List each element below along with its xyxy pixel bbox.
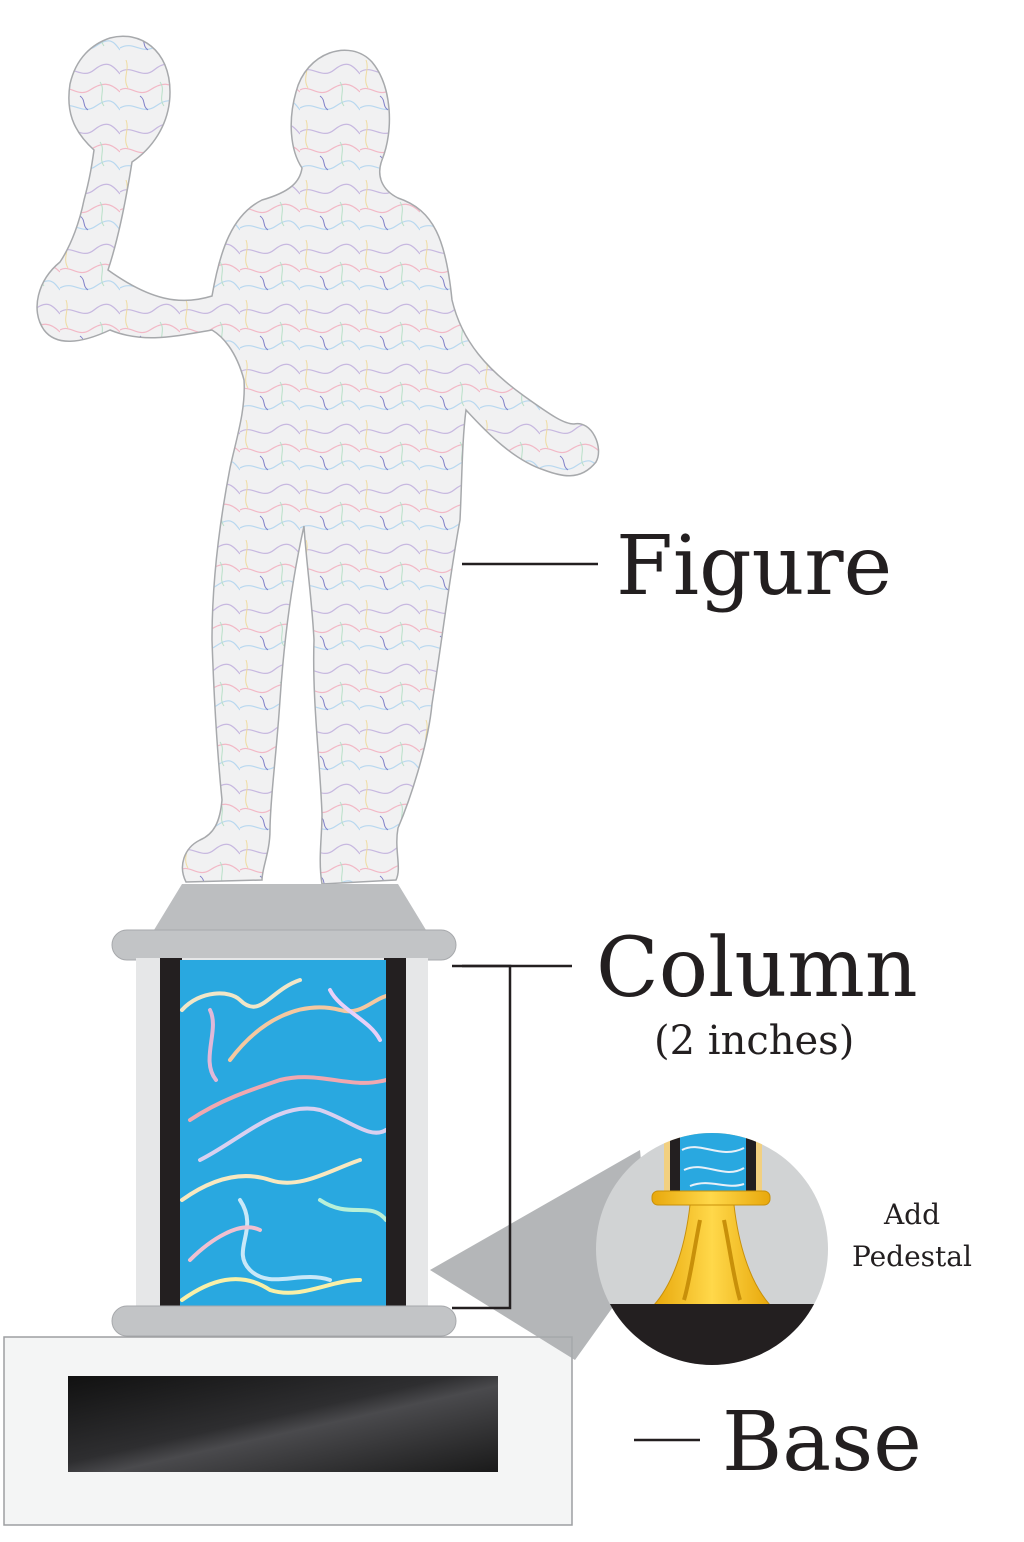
column-right-trim bbox=[384, 958, 406, 1310]
pedestal-label-line2: Pedestal bbox=[852, 1240, 972, 1273]
column-bracket bbox=[452, 964, 512, 1310]
trophy-figure bbox=[36, 35, 600, 930]
trophy-base bbox=[3, 1336, 573, 1526]
figure-silhouette bbox=[36, 35, 600, 885]
pedestal-top-plate bbox=[651, 1190, 771, 1206]
pedestal-callout bbox=[430, 1133, 828, 1365]
figure-label: Figure bbox=[616, 519, 892, 614]
figure-stand-block bbox=[154, 884, 426, 930]
callout-beam bbox=[430, 1150, 650, 1360]
column-size-label: (2 inches) bbox=[654, 1018, 854, 1064]
pedestal-label-line1: Add bbox=[883, 1198, 940, 1231]
pedestal-base-black bbox=[596, 1304, 828, 1365]
column-swirls bbox=[180, 978, 386, 1302]
column-bottom-cap bbox=[111, 1305, 457, 1337]
trophy-column bbox=[111, 929, 457, 1337]
leader-lines bbox=[452, 562, 700, 1442]
labels: Figure Column (2 inches) Add Pedestal Ba… bbox=[596, 519, 972, 1490]
column-left-trim bbox=[160, 958, 182, 1310]
column-label: Column bbox=[596, 921, 918, 1016]
base-label: Base bbox=[722, 1395, 922, 1490]
callout-circle-contents bbox=[596, 1133, 828, 1365]
base-nameplate bbox=[68, 1376, 498, 1472]
column-top-cap bbox=[111, 929, 457, 961]
